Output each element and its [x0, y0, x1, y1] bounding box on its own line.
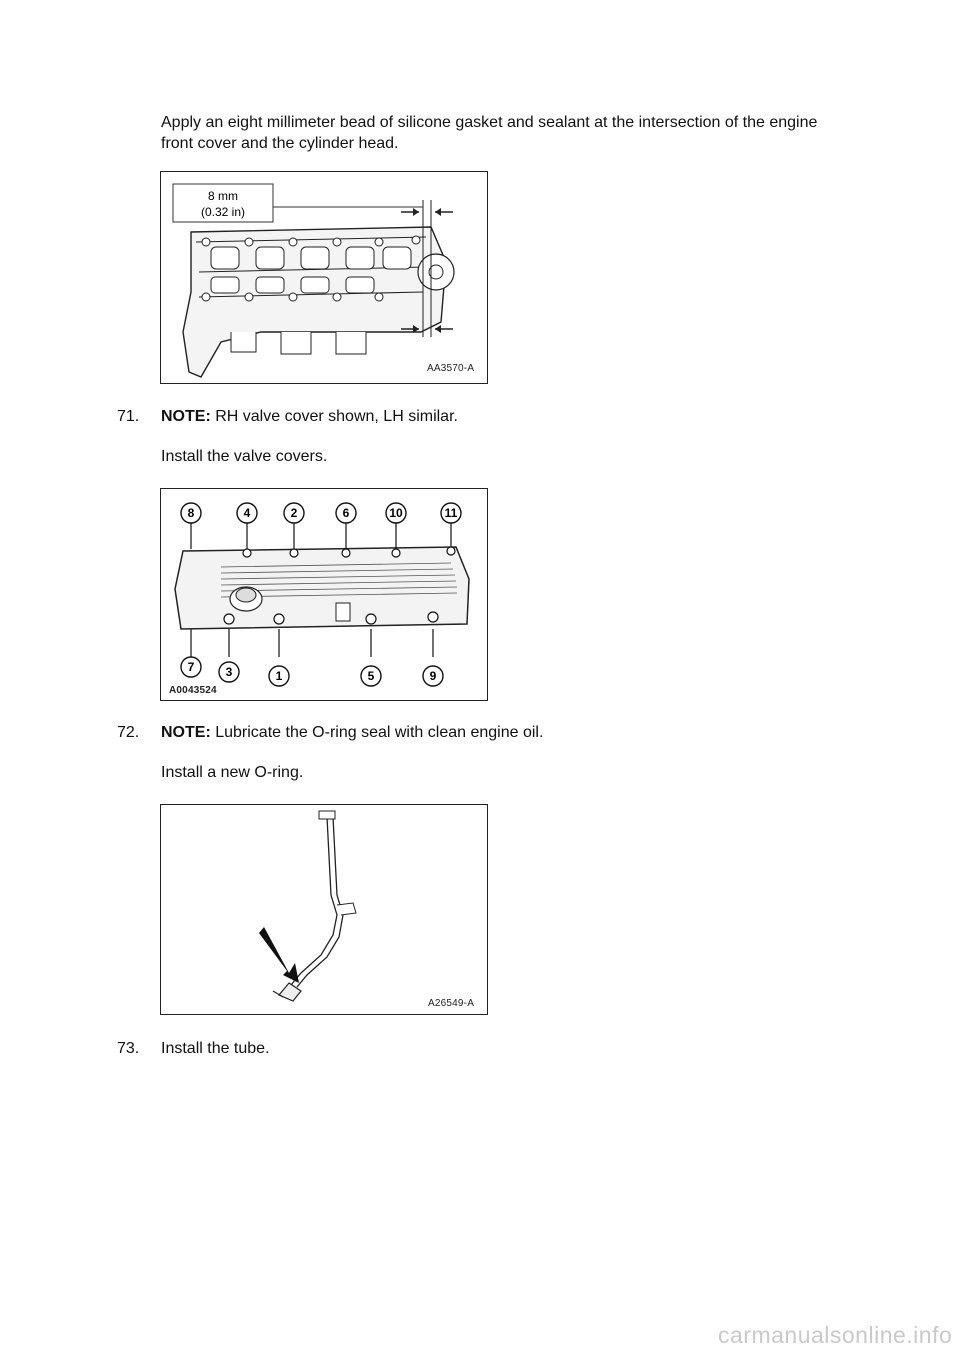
intro-line-1: Apply an eight millimeter bead of silico…	[161, 114, 818, 131]
callout-top-5: 10	[389, 506, 403, 520]
callout-bottom-5: 9	[430, 669, 437, 683]
cylinder-head-illustration: 8 mm (0.32 in)	[172, 183, 455, 378]
step-number: 71.	[117, 408, 140, 425]
step-instruction: Install the tube.	[161, 1040, 270, 1057]
figure-dipstick-tube: A26549-A	[160, 804, 488, 1015]
figure-valve-cover: 8 4 2 6 10 11 7 3 1 5 9 A0043524	[160, 488, 488, 701]
note-label: NOTE:	[161, 724, 211, 741]
callout-top-3: 2	[291, 506, 298, 520]
step-note: NOTE: Lubricate the O-ring seal with cle…	[161, 722, 543, 743]
dim-mm-text: 8 mm	[208, 189, 238, 203]
watermark: carmanualsonline.info	[718, 1322, 953, 1348]
note-text: RH valve cover shown, LH similar.	[210, 408, 458, 425]
dim-in-text: (0.32 in)	[201, 205, 245, 219]
callout-top-1: 8	[188, 506, 195, 520]
callout-top-6: 11	[445, 506, 458, 520]
step-number: 72.	[117, 724, 140, 741]
step-note: NOTE: RH valve cover shown, LH similar.	[161, 406, 458, 427]
note-label: NOTE:	[161, 408, 211, 425]
figure-id-label: AA3570-A	[427, 363, 475, 374]
callout-bottom-4: 5	[368, 669, 375, 683]
callout-bottom-3: 1	[276, 669, 283, 683]
figure-cylinder-head: 8 mm (0.32 in)	[160, 171, 488, 384]
dipstick-tube-illustration	[259, 810, 357, 1002]
step-instruction: Install a new O-ring.	[161, 764, 304, 781]
callout-top-4: 6	[343, 506, 350, 520]
figure-id-label: A26549-A	[428, 998, 475, 1009]
step-number: 73.	[117, 1040, 140, 1057]
step-instruction: Install the valve covers.	[161, 448, 328, 465]
valve-cover-illustration: 8 4 2 6 10 11 7 3 1 5 9	[174, 502, 470, 687]
note-text: Lubricate the O-ring seal with clean eng…	[210, 724, 544, 741]
intro-line-2: front cover and the cylinder head.	[161, 135, 399, 152]
callout-bottom-2: 3	[226, 665, 233, 679]
figure-id-label: A0043524	[169, 685, 217, 696]
callout-top-2: 4	[244, 506, 251, 520]
callout-bottom-1: 7	[188, 660, 195, 674]
